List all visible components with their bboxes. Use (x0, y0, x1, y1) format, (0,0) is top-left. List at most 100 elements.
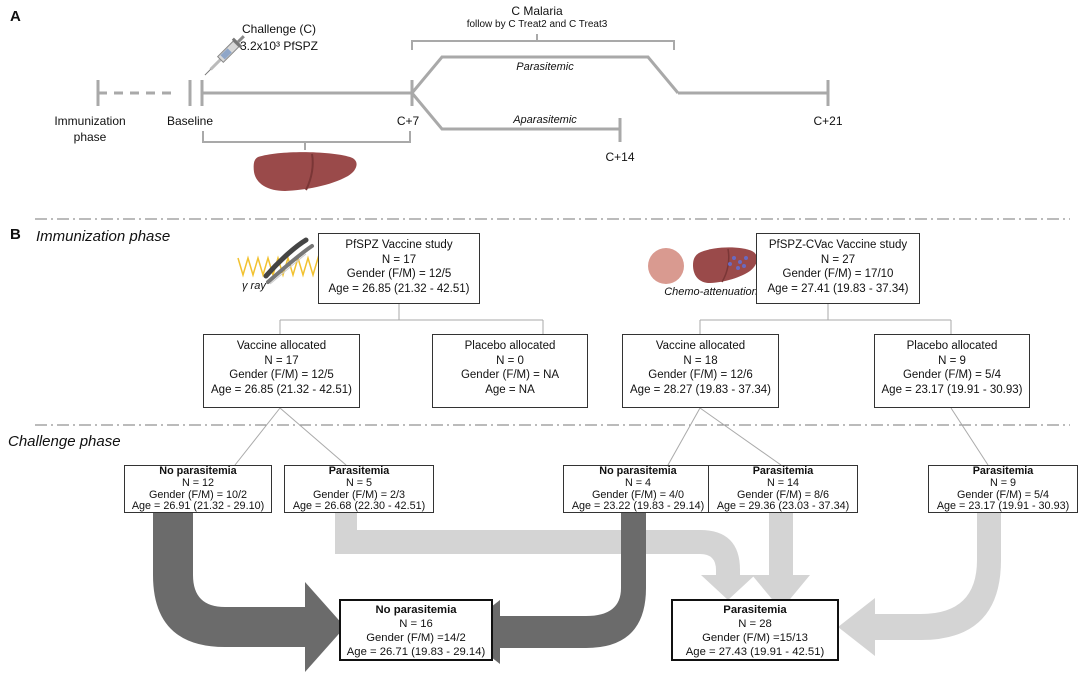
total-para-age: Age = 27.43 (19.91 - 42.51) (685, 646, 825, 658)
parasitemic-branch (410, 55, 680, 94)
cvac-study-gender: Gender (F/M) = 17/10 (782, 268, 894, 280)
cvac-vaccine-title: Vaccine allocated (655, 340, 746, 352)
cvac-study-age: Age = 27.41 (19.83 - 37.34) (767, 282, 909, 295)
cvac-vaccine-gender: Gender (F/M) = 12/6 (648, 369, 753, 381)
total-nopara-n: N = 16 (399, 618, 433, 630)
cvac-nopara-n: N = 4 (624, 476, 652, 489)
total-nopara-age: Age = 26.71 (19.83 - 29.14) (346, 646, 486, 658)
pfspz-placebo-title: Placebo allocated (464, 340, 556, 352)
pfspz-para-gender: Gender (F/M) = 2/3 (312, 488, 406, 501)
label-challenge-dose: 3.2x10³ PfSPZ (239, 39, 319, 53)
box-placebo-parasitemia: Parasitemia N = 9 Gender (F/M) = 5/4 Age… (928, 465, 1078, 513)
c-malaria-brace (411, 34, 675, 50)
box-pfspz-vaccine-allocated: Vaccine allocated N = 17 Gender (F/M) = … (203, 334, 360, 408)
cvac-para-gender: Gender (F/M) = 8/6 (736, 488, 830, 501)
box-cvac-study: PfSPZ-CVac Vaccine study N = 27 Gender (… (756, 233, 920, 304)
label-challenge-phase: Challenge phase (8, 433, 121, 450)
box-pfspz-study: PfSPZ Vaccine study N = 17 Gender (F/M) … (318, 233, 480, 304)
pfspz-nopara-gender: Gender (F/M) = 10/2 (148, 488, 248, 501)
placebo-para-title: Parasitemia (972, 465, 1034, 477)
total-para-n: N = 28 (738, 618, 772, 630)
arrow-pfspz-para-to-total (335, 512, 755, 600)
pfspz-nopara-title: No parasitemia (159, 465, 237, 477)
pfspz-para-title: Parasitemia (328, 465, 390, 477)
flow-arrows (153, 512, 1001, 672)
panel-label-a: A (10, 8, 21, 25)
cvac-nopara-gender: Gender (F/M) = 4/0 (591, 488, 685, 501)
label-immunization-phase-b: Immunization phase (36, 228, 171, 245)
pfspz-study-title: PfSPZ Vaccine study (345, 239, 453, 251)
box-pfspz-placebo-allocated: Placebo allocated N = 0 Gender (F/M) = N… (432, 334, 588, 408)
pfspz-study-gender: Gender (F/M) = 12/5 (346, 268, 452, 280)
panel-label-b: B (10, 226, 21, 243)
label-challenge-title: Challenge (C) (241, 22, 317, 36)
box-cvac-placebo-allocated: Placebo allocated N = 9 Gender (F/M) = 5… (874, 334, 1030, 408)
cvac-placebo-gender: Gender (F/M) = 5/4 (902, 369, 1002, 381)
placebo-para-n: N = 9 (989, 476, 1017, 489)
cvac-nopara-age: Age = 23.22 (19.83 - 29.14) (571, 500, 705, 513)
liver-stage-brace (202, 131, 411, 150)
sporozoite-icon (263, 237, 314, 285)
cvac-para-title: Parasitemia (752, 465, 814, 477)
infected-liver-icon (693, 247, 758, 283)
total-nopara-gender: Gender (F/M) =14/2 (366, 632, 466, 644)
box-cvac-vaccine-allocated: Vaccine allocated N = 18 Gender (F/M) = … (622, 334, 779, 408)
arrow-placebo-para-to-total (838, 512, 1001, 656)
timeline (96, 55, 830, 142)
cvac-placebo-n: N = 9 (938, 354, 966, 367)
pfspz-placebo-age: Age = NA (485, 383, 535, 396)
pfspz-placebo-n: N = 0 (496, 354, 524, 367)
cvac-para-age: Age = 29.36 (23.03 - 37.34) (716, 500, 850, 513)
box-total-parasitemia: Parasitemia N = 28 Gender (F/M) =15/13 A… (671, 599, 839, 661)
total-nopara-title: No parasitemia (375, 604, 457, 616)
cvac-vaccine-n: N = 18 (683, 354, 718, 367)
cvac-para-n: N = 14 (766, 476, 800, 489)
label-baseline: Baseline (166, 114, 214, 128)
pfspz-placebo-gender: Gender (F/M) = NA (460, 369, 560, 381)
cvac-nopara-title: No parasitemia (599, 465, 677, 477)
label-parasitemic: Parasitemic (516, 61, 574, 73)
aparasitemic-branch (410, 92, 620, 131)
liver-icon (253, 152, 357, 191)
pfspz-nopara-age: Age = 26.91 (21.32 - 29.10) (131, 500, 265, 513)
pfspz-para-n: N = 5 (345, 476, 373, 489)
connector-lines (234, 304, 989, 466)
label-chemo-attenuation: Chemo-attenuation (664, 286, 758, 298)
label-c7: C+7 (396, 114, 420, 128)
label-aparasitemic: Aparasitemic (513, 114, 577, 126)
box-cvac-parasitemia: Parasitemia N = 14 Gender (F/M) = 8/6 Ag… (708, 465, 858, 513)
syringe-icon (204, 35, 245, 76)
pfspz-vaccine-gender: Gender (F/M) = 12/5 (229, 369, 334, 381)
label-c-malaria-sub: follow by C Treat2 and C Treat3 (466, 19, 608, 30)
pfspz-nopara-n: N = 12 (181, 476, 215, 489)
label-c-malaria: C Malaria (511, 4, 563, 18)
box-pfspz-no-parasitemia: No parasitemia N = 12 Gender (F/M) = 10/… (124, 465, 272, 513)
label-immunization-phase: Immunization phase (54, 114, 126, 144)
label-gamma-ray: γ ray (242, 280, 266, 292)
pfspz-vaccine-n: N = 17 (264, 354, 299, 367)
cvac-study-title: PfSPZ-CVac Vaccine study (768, 239, 908, 251)
pfspz-vaccine-title: Vaccine allocated (236, 340, 327, 352)
label-c21: C+21 (813, 114, 843, 128)
sporozoite-cell-icon (648, 248, 684, 284)
cvac-placebo-age: Age = 23.17 (19.91 - 30.93) (881, 383, 1023, 396)
pfspz-vaccine-age: Age = 26.85 (21.32 - 42.51) (211, 383, 352, 396)
box-pfspz-parasitemia: Parasitemia N = 5 Gender (F/M) = 2/3 Age… (284, 465, 434, 513)
cvac-study-n: N = 27 (820, 253, 856, 266)
placebo-para-age: Age = 23.17 (19.91 - 30.93) (936, 500, 1070, 513)
arrow-cvac-nopara-to-total (459, 512, 646, 664)
box-total-no-parasitemia: No parasitemia N = 16 Gender (F/M) =14/2… (339, 599, 493, 661)
pfspz-para-age: Age = 26.68 (22.30 - 42.51) (292, 500, 426, 513)
arrow-pfspz-nopara-to-total (153, 512, 345, 672)
box-cvac-no-parasitemia: No parasitemia N = 4 Gender (F/M) = 4/0 … (563, 465, 713, 513)
total-para-title: Parasitemia (723, 604, 787, 616)
cvac-placebo-title: Placebo allocated (906, 340, 998, 352)
cvac-vaccine-age: Age = 28.27 (19.83 - 37.34) (630, 383, 771, 396)
pfspz-study-n: N = 17 (381, 253, 417, 266)
label-c14: C+14 (605, 150, 635, 164)
total-para-gender: Gender (F/M) =15/13 (702, 632, 808, 644)
arrow-cvac-para-to-total (752, 512, 810, 610)
placebo-para-gender: Gender (F/M) = 5/4 (956, 488, 1050, 501)
pfspz-study-age: Age = 26.85 (21.32 - 42.51) (328, 282, 470, 295)
